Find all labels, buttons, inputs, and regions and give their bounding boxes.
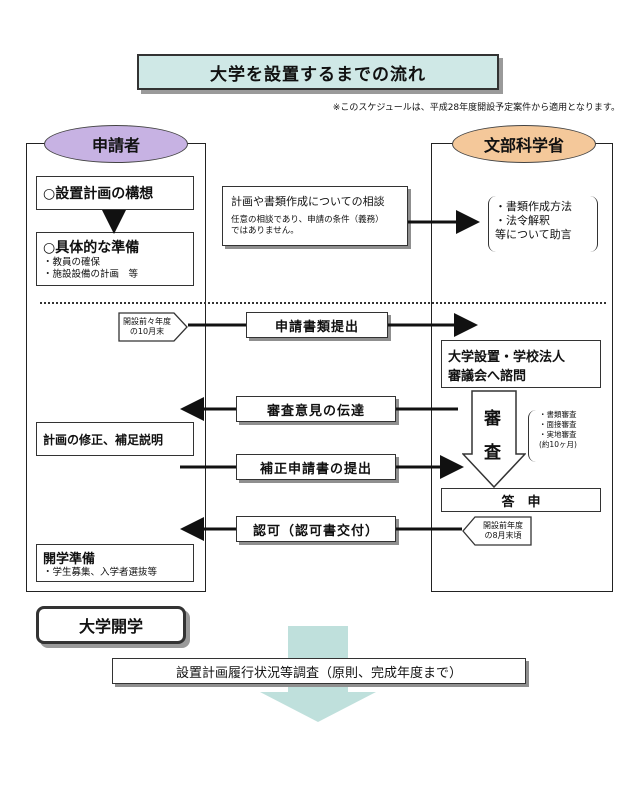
- opening-box: 大学開学: [36, 606, 186, 644]
- review-char: 査: [484, 443, 501, 463]
- consultation-sub: ではありません。: [231, 226, 299, 236]
- approval-label: 認可（認可書交付）: [236, 516, 396, 542]
- consultation-title: 計画や書類作成についての相談: [231, 195, 385, 208]
- opening-prep-box: 開学準備 ・学生募集、入学者選抜等: [36, 544, 194, 582]
- council-line: 大学設置・学校法人: [448, 350, 566, 365]
- answer-box: 答 申: [441, 488, 601, 512]
- deadline-tag-1: [118, 312, 188, 342]
- applicant-oval: 申請者: [44, 125, 188, 163]
- followup-box: 設置計画履行状況等調査（原則、完成年度まで）: [112, 658, 526, 684]
- applicant-lane: [26, 143, 206, 592]
- revise-label: 計画の修正、補足説明: [43, 432, 164, 447]
- review-item: ・面接審査: [539, 420, 577, 429]
- preparation-title: ○具体的な準備: [43, 240, 140, 256]
- council-line: 審議会へ諮問: [448, 369, 527, 384]
- deadline-tag-1-text: 開設前々年度の10月末: [118, 312, 176, 342]
- phase-separator: [40, 302, 606, 304]
- revise-box: 計画の修正、補足説明: [36, 422, 194, 456]
- review-opinion-label: 審査意見の伝達: [236, 396, 396, 422]
- consultation-sub: 任意の相談であり、申請の条件（義務）: [231, 215, 384, 225]
- submit-label: 申請書類提出: [246, 312, 388, 338]
- plan-concept-box: ○設置計画の構想: [36, 176, 194, 210]
- consultation-box: 計画や書類作成についての相談 任意の相談であり、申請の条件（義務） ではありませ…: [222, 186, 408, 246]
- advice-text: ・書類作成方法 ・法令解釈 等について助言: [488, 196, 598, 252]
- preparation-line: ・教員の確保: [43, 257, 101, 268]
- deadline-line: 開設前々年度: [123, 317, 171, 326]
- opening-prep-title: 開学準備: [43, 552, 96, 567]
- advice-line: 等について助言: [495, 228, 572, 241]
- preparation-line: ・施設設備の計画 等: [43, 269, 139, 280]
- advice-line: ・書類作成方法: [495, 200, 572, 213]
- council-box: 大学設置・学校法人 審議会へ諮問: [441, 340, 601, 388]
- page-title: 大学を設置するまでの流れ: [137, 54, 499, 90]
- deadline-tag-2-text: 開設前年度の8月末頃: [474, 516, 532, 546]
- review-arrow: [462, 390, 526, 488]
- deadline-line: の8月末頃: [484, 531, 522, 540]
- resubmit-label: 補正申請書の提出: [236, 454, 396, 480]
- review-item: (約10ヶ月): [539, 440, 577, 449]
- review-item: ・実地審査: [539, 430, 577, 439]
- deadline-tag-2: [462, 516, 532, 546]
- preparation-box: ○具体的な準備 ・教員の確保 ・施設設備の計画 等: [36, 232, 194, 286]
- review-item: ・書類審査: [539, 410, 577, 419]
- review-items: ・書類審査 ・面接審査 ・実地審査 (約10ヶ月): [528, 410, 598, 462]
- ministry-oval: 文部科学省: [452, 125, 596, 163]
- advice-line: ・法令解釈: [495, 214, 550, 227]
- schedule-note: ※このスケジュールは、平成28年度開設予定案件から適用となります。: [332, 103, 620, 113]
- plan-concept-label: ○設置計画の構想: [43, 186, 154, 202]
- deadline-line: の10月末: [129, 327, 165, 336]
- deadline-line: 開設前年度: [483, 521, 523, 530]
- opening-prep-line: ・学生募集、入学者選抜等: [43, 567, 158, 578]
- review-char: 審: [484, 409, 501, 429]
